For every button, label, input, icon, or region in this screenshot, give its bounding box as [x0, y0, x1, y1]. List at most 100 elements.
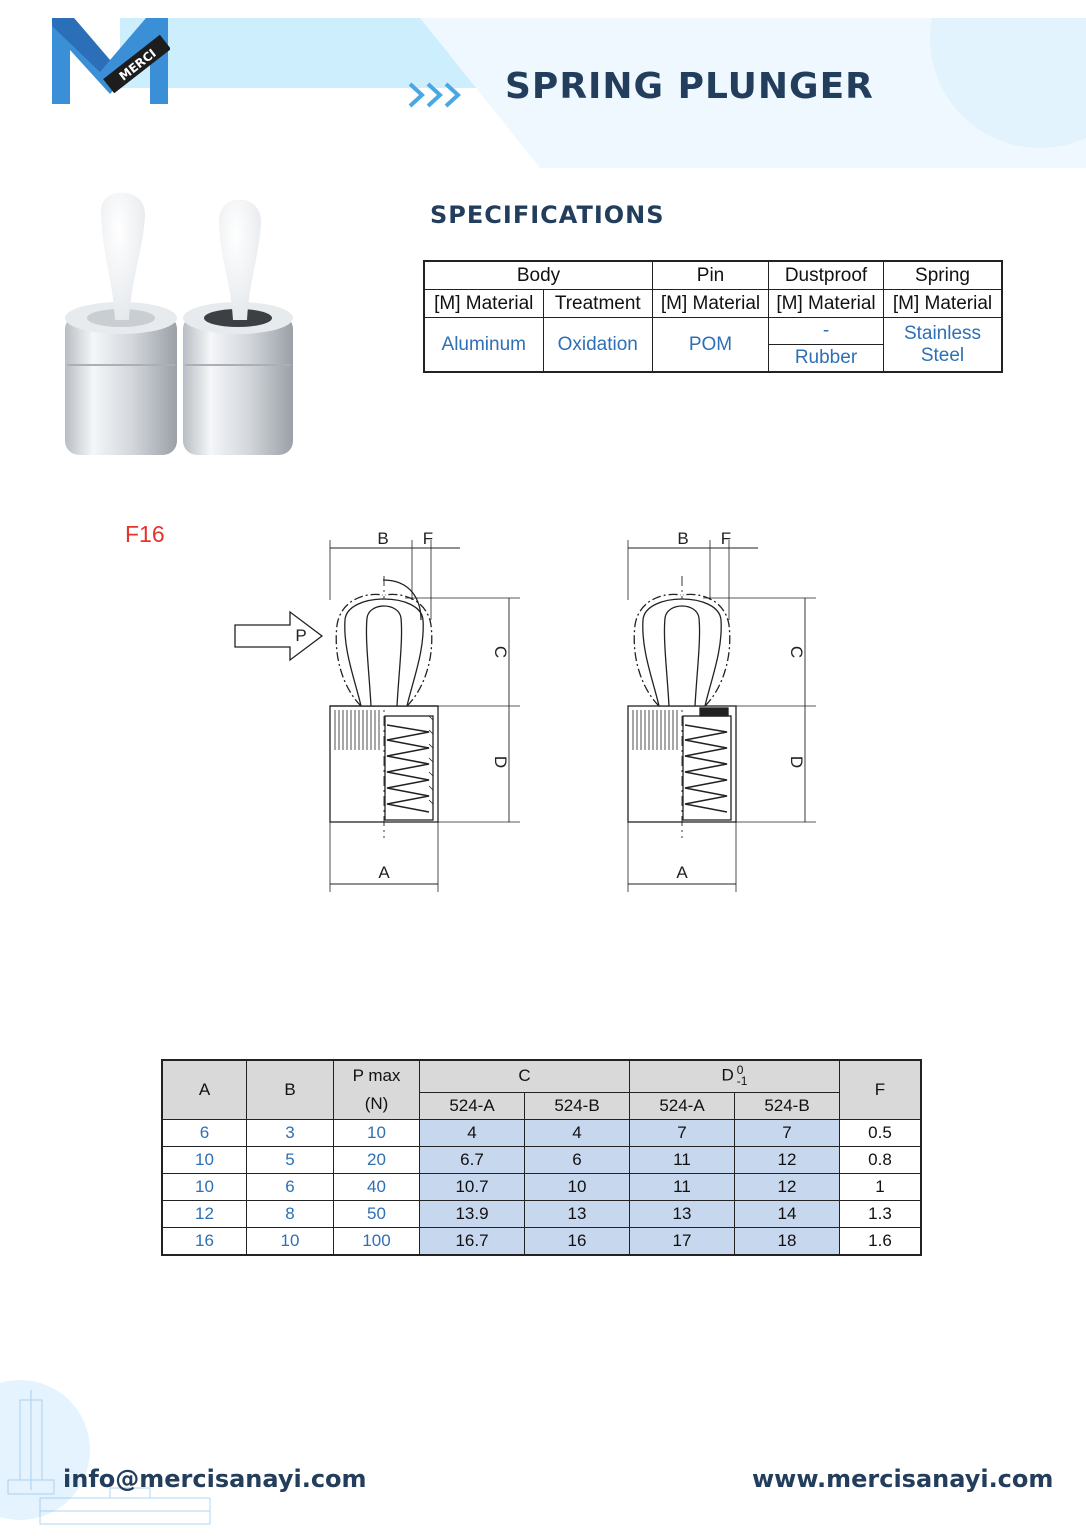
technical-drawing-a: B F P C D A — [234, 529, 520, 892]
dim-label-b: B — [377, 529, 388, 548]
cell-pmax: 100 — [333, 1227, 420, 1256]
footer-decoration — [0, 1380, 211, 1525]
spec-value-row: Aluminum Oxidation POM - Stainless Steel — [423, 317, 1003, 373]
cell-a: 10 — [161, 1146, 247, 1174]
cell-f: 1 — [839, 1173, 922, 1201]
cell-a: 12 — [161, 1200, 247, 1228]
table-row: 6 3 10 4 4 7 7 0.5 — [161, 1119, 922, 1147]
cell-f: 0.8 — [839, 1146, 922, 1174]
dim-label-d: D — [491, 756, 510, 768]
dim-label-a: A — [378, 863, 390, 882]
cell-d-524b: 12 — [734, 1146, 840, 1174]
cell-d-524b: 7 — [734, 1119, 840, 1147]
spec-sub-dustproof-material: [M] Material — [768, 289, 884, 318]
cell-c-524b: 13 — [524, 1200, 630, 1228]
cell-c-524a: 16.7 — [419, 1227, 525, 1256]
size-header-pmax-line1: P max — [352, 1066, 401, 1085]
size-header-d-tol-lower: -1 — [736, 1074, 748, 1089]
specifications-table: Body Pin Dustproof Spring [M] Material T… — [423, 260, 1003, 373]
chevrons-icon — [408, 82, 461, 108]
table-row: 10 6 40 10.7 10 11 12 1 — [161, 1173, 922, 1201]
cell-c-524b: 6 — [524, 1146, 630, 1174]
dim-label-c: C — [491, 646, 510, 658]
cell-d-524b: 14 — [734, 1200, 840, 1228]
contact-website[interactable]: www.mercisanayi.com — [752, 1465, 1054, 1493]
spec-pin-material: POM — [652, 317, 769, 373]
table-row: 10 5 20 6.7 6 11 12 0.8 — [161, 1146, 922, 1174]
cell-pmax: 20 — [333, 1146, 420, 1174]
size-sub-d-524b: 524-B — [734, 1091, 840, 1121]
cell-d-524b: 12 — [734, 1173, 840, 1201]
spec-group-header-row: Body Pin Dustproof Spring — [423, 260, 1003, 290]
spec-value-row-2: Rubber — [424, 344, 1002, 373]
dim-label-c: C — [787, 646, 806, 658]
cell-b: 8 — [246, 1200, 334, 1228]
spec-spring-line1: Stainless — [903, 322, 982, 344]
spec-spring-line2: Steel — [920, 344, 965, 366]
cell-c-524b: 10 — [524, 1173, 630, 1201]
size-header-a: A — [161, 1059, 247, 1120]
dim-label-f: F — [423, 529, 433, 548]
cell-d-524a: 11 — [629, 1146, 735, 1174]
spec-spring-material: Stainless Steel — [883, 317, 1003, 373]
dim-label-b: B — [677, 529, 688, 548]
cell-b: 10 — [246, 1227, 334, 1256]
cell-a: 16 — [161, 1227, 247, 1256]
spec-sub-spring-material: [M] Material — [883, 289, 1003, 318]
cell-a: 10 — [161, 1173, 247, 1201]
contact-email[interactable]: info@mercisanayi.com — [63, 1465, 367, 1493]
size-sub-c-524a: 524-A — [419, 1091, 525, 1121]
cell-d-524a: 13 — [629, 1200, 735, 1228]
spec-sub-body-material: [M] Material — [423, 289, 544, 318]
page-title: SPRING PLUNGER — [505, 66, 874, 107]
size-sub-d-524a: 524-A — [629, 1091, 735, 1121]
spec-dustproof-a: - — [768, 317, 884, 345]
technical-drawing-b: B F C D A — [627, 529, 816, 892]
cell-pmax: 50 — [333, 1200, 420, 1228]
spec-sub-pin-material: [M] Material — [652, 289, 769, 318]
dim-label-a: A — [676, 863, 688, 882]
dim-label-f: F — [721, 529, 731, 548]
product-photo — [65, 192, 293, 455]
cell-c-524b: 4 — [524, 1119, 630, 1147]
size-header-pmax: P max (N) — [333, 1059, 420, 1120]
spec-header-body: Body — [423, 260, 653, 290]
cell-pmax: 40 — [333, 1173, 420, 1201]
size-sub-c-524b: 524-B — [524, 1091, 630, 1121]
size-header-pmax-line2: (N) — [364, 1094, 389, 1113]
size-subheader-row: 524-A 524-B 524-A 524-B — [162, 1091, 921, 1121]
cell-b: 6 — [246, 1173, 334, 1201]
dim-label-d: D — [787, 756, 806, 768]
dim-label-p: P — [295, 626, 306, 645]
size-header-b: B — [246, 1059, 334, 1120]
size-header-d-tol-upper: 0 — [736, 1063, 744, 1078]
cell-f: 0.5 — [839, 1119, 922, 1147]
cell-c-524a: 10.7 — [419, 1173, 525, 1201]
table-row: 12 8 50 13.9 13 13 14 1.3 — [161, 1200, 922, 1228]
cell-b: 5 — [246, 1146, 334, 1174]
size-header-c: C — [419, 1059, 630, 1093]
cell-f: 1.3 — [839, 1200, 922, 1228]
company-logo: MERCI — [52, 18, 170, 104]
size-header-d-label: D — [721, 1065, 734, 1085]
spec-header-pin: Pin — [652, 260, 769, 290]
spec-body-material: Aluminum — [423, 317, 544, 373]
cell-d-524a: 17 — [629, 1227, 735, 1256]
spec-header-dustproof: Dustproof — [768, 260, 884, 290]
cell-b: 3 — [246, 1119, 334, 1147]
specifications-heading: SPECIFICATIONS — [430, 201, 665, 229]
size-header-f: F — [839, 1059, 922, 1120]
cell-c-524a: 4 — [419, 1119, 525, 1147]
cell-d-524b: 18 — [734, 1227, 840, 1256]
spec-sub-header-row: [M] Material Treatment [M] Material [M] … — [423, 289, 1003, 318]
spec-body-treatment: Oxidation — [542, 317, 654, 373]
cell-c-524b: 16 — [524, 1227, 630, 1256]
cell-c-524a: 13.9 — [419, 1200, 525, 1228]
cell-d-524a: 11 — [629, 1173, 735, 1201]
model-code: F16 — [125, 521, 165, 547]
cell-c-524a: 6.7 — [419, 1146, 525, 1174]
table-row: 16 10 100 16.7 16 17 18 1.6 — [161, 1227, 922, 1256]
